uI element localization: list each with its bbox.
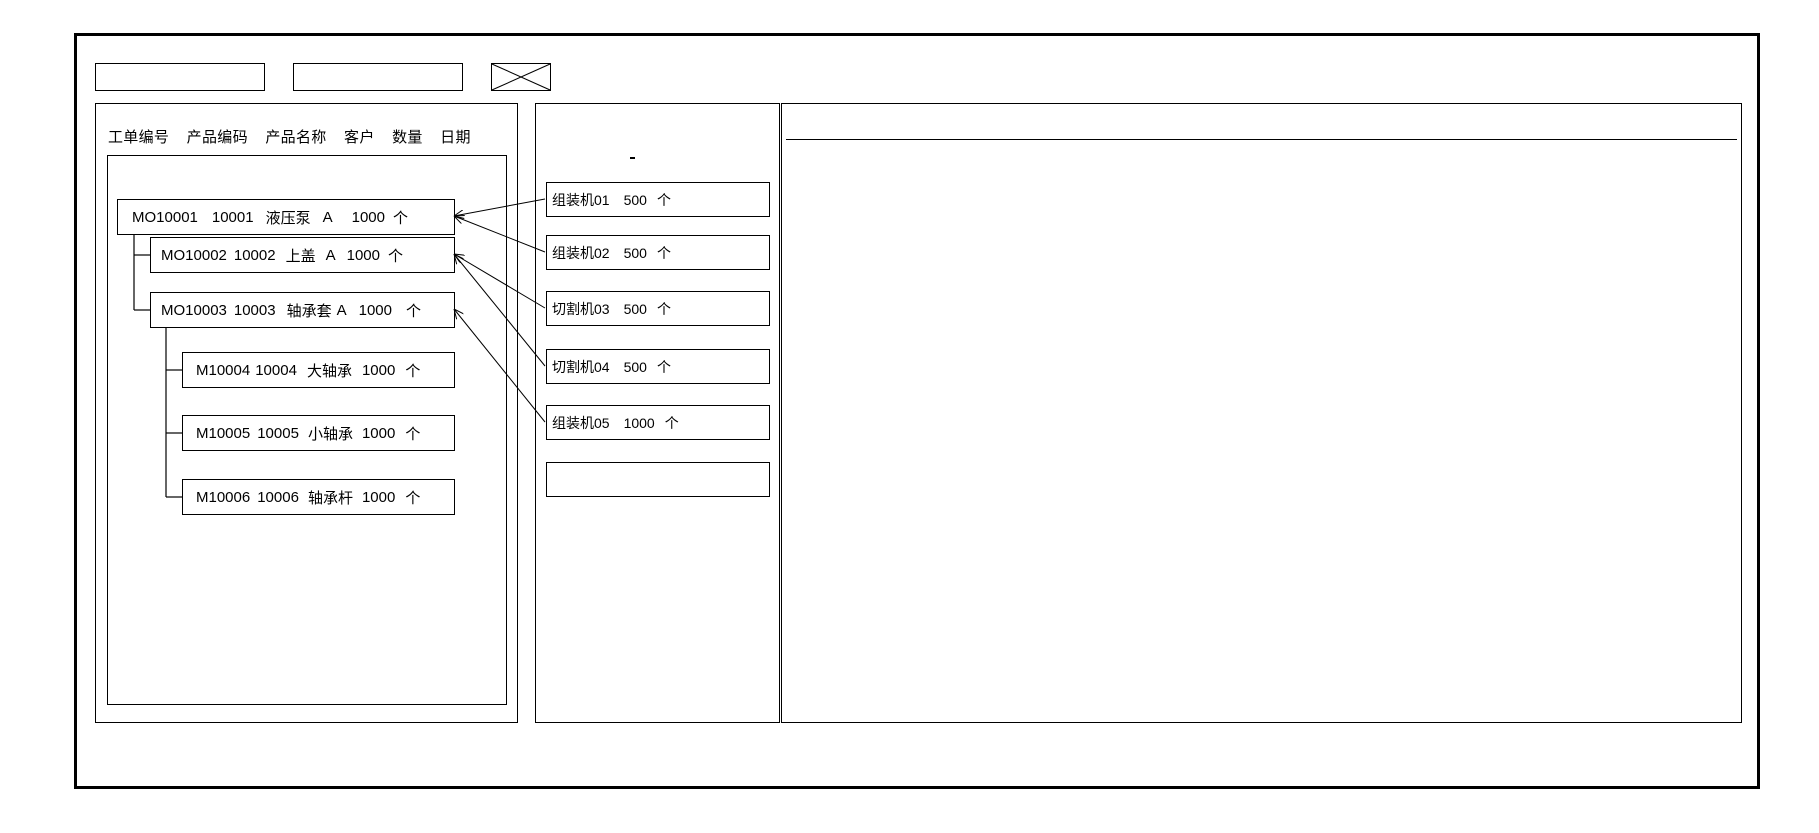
placeholder-image-icon-glyph: [492, 64, 550, 90]
machine-unit: 个: [656, 244, 671, 261]
column-header-date: 日期: [440, 129, 471, 146]
row-unit: 个: [405, 425, 421, 443]
table-row[interactable]: M10005 10005 小轴承 1000 个: [182, 415, 455, 451]
machine-unit: 个: [656, 300, 671, 317]
machine-card[interactable]: 切割机04 500 个: [546, 349, 770, 384]
row-qty: 1000: [361, 424, 396, 442]
row-unit: 个: [405, 489, 421, 507]
row-qty: 1000: [351, 208, 385, 226]
row-order-no: MO10003: [161, 301, 227, 319]
row-product-code: 10005: [257, 424, 299, 442]
row-product-code: 10006: [257, 488, 299, 506]
toolbar-field-1[interactable]: [95, 63, 265, 91]
row-customer: A: [322, 208, 333, 226]
machine-unit: 个: [664, 414, 679, 431]
row-product-name: 轴承套: [286, 302, 332, 320]
row-order-no: M10006: [196, 488, 251, 506]
machine-qty: 500: [623, 358, 647, 375]
row-product-name: 上盖: [285, 247, 316, 265]
row-product-name: 小轴承: [307, 425, 353, 443]
row-unit: 个: [406, 302, 422, 320]
machine-allocation-panel: 组装机01 500 个 组装机02 500 个 切割机03 500 个 切割机0…: [535, 103, 780, 723]
row-customer: A: [336, 301, 347, 319]
machine-name: 切割机03: [552, 300, 610, 317]
machine-card[interactable]: 切割机03 500 个: [546, 291, 770, 326]
machine-qty: 500: [623, 300, 647, 317]
row-order-no: MO10001: [132, 208, 198, 226]
table-row[interactable]: MO10001 10001 液压泵 A 1000 个: [117, 199, 455, 235]
row-product-code: 10004: [255, 361, 297, 379]
panels-container: 工单编号 产品编码 产品名称 客户 数量 日期: [95, 103, 1757, 786]
toolbar-field-2[interactable]: [293, 63, 463, 91]
machine-qty: 1000: [623, 414, 655, 431]
row-product-code: 10001: [211, 208, 254, 226]
toolbar: [95, 62, 551, 92]
table-row[interactable]: MO10003 10003 轴承套 A 1000 个: [150, 292, 455, 328]
placeholder-image-icon[interactable]: [491, 63, 551, 91]
machine-name: 组装机02: [552, 244, 610, 261]
dot-marker: [630, 157, 635, 159]
row-qty: 1000: [346, 246, 380, 264]
column-header-customer: 客户: [344, 129, 375, 146]
machine-unit: 个: [656, 191, 671, 208]
detail-panel: [781, 103, 1742, 723]
row-qty: 1000: [358, 301, 392, 319]
machine-card-empty[interactable]: [546, 462, 770, 497]
machine-qty: 500: [623, 244, 647, 261]
row-order-no: MO10002: [161, 246, 227, 264]
machine-card[interactable]: 组装机05 1000 个: [546, 405, 770, 440]
column-header-product-name: 产品名称: [265, 129, 327, 146]
row-product-code: 10002: [233, 246, 276, 264]
column-header-order-no: 工单编号: [108, 129, 170, 146]
order-list-panel: 工单编号 产品编码 产品名称 客户 数量 日期: [95, 103, 518, 723]
machine-card[interactable]: 组装机01 500 个: [546, 182, 770, 217]
machine-name: 切割机04: [552, 358, 610, 375]
toolbar-spacer-1: [265, 77, 293, 78]
row-order-no: M10004: [196, 361, 251, 379]
row-customer: A: [325, 246, 336, 264]
row-product-name: 轴承杆: [307, 489, 353, 507]
column-header-qty: 数量: [392, 129, 423, 146]
detail-panel-header-rule: [786, 139, 1737, 140]
row-product-name: 液压泵: [265, 209, 311, 227]
order-tree-container: MO10001 10001 液压泵 A 1000 个 MO10002 10002…: [107, 155, 507, 705]
row-qty: 1000: [361, 361, 396, 379]
table-row[interactable]: M10004 10004 大轴承 1000 个: [182, 352, 455, 388]
toolbar-spacer-2: [463, 77, 491, 78]
column-headers: 工单编号 产品编码 产品名称 客户 数量 日期: [108, 126, 471, 147]
machine-unit: 个: [656, 358, 671, 375]
row-unit: 个: [388, 247, 404, 265]
window-frame: 工单编号 产品编码 产品名称 客户 数量 日期: [74, 33, 1760, 789]
machine-card[interactable]: 组装机02 500 个: [546, 235, 770, 270]
machine-qty: 500: [623, 191, 647, 208]
machine-name: 组装机01: [552, 191, 610, 208]
column-header-product-code: 产品编码: [186, 129, 248, 146]
row-product-code: 10003: [233, 301, 276, 319]
row-unit: 个: [393, 209, 409, 227]
row-order-no: M10005: [196, 424, 251, 442]
table-row[interactable]: M10006 10006 轴承杆 1000 个: [182, 479, 455, 515]
row-product-name: 大轴承: [306, 362, 352, 380]
row-unit: 个: [405, 362, 421, 380]
machine-name: 组装机05: [552, 414, 610, 431]
row-qty: 1000: [361, 488, 396, 506]
table-row[interactable]: MO10002 10002 上盖 A 1000 个: [150, 237, 455, 273]
